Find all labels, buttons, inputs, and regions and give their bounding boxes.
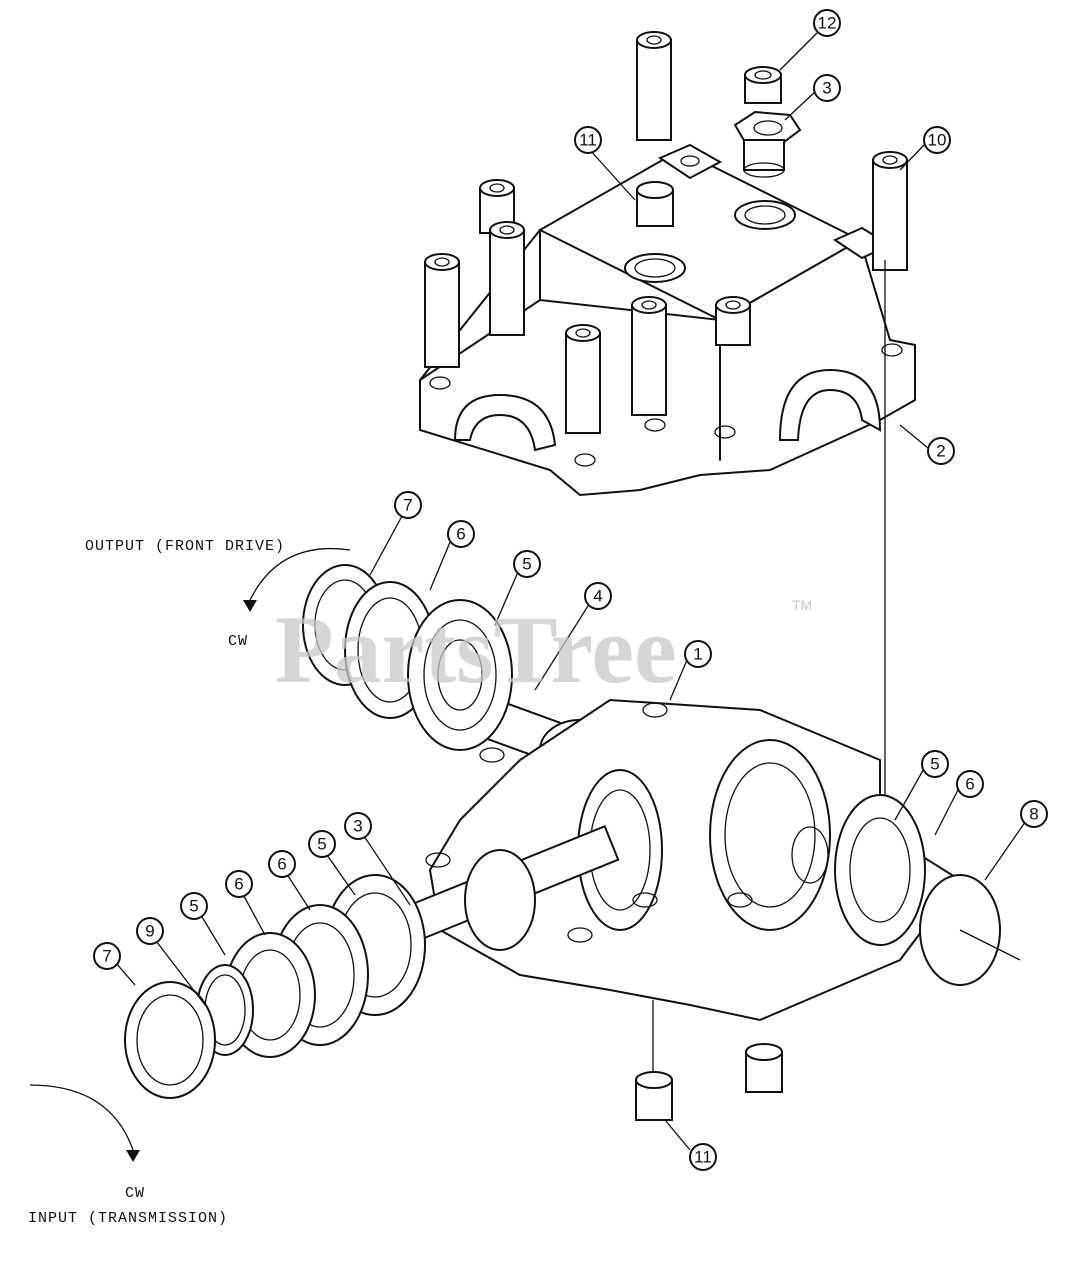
callout-5-mid: 5: [308, 830, 336, 858]
svg-text:7: 7: [102, 947, 111, 966]
svg-text:TM: TM: [792, 597, 812, 613]
callout-3-mid: 3: [344, 812, 372, 840]
svg-text:3: 3: [353, 817, 362, 836]
callout-8: 8: [1020, 800, 1048, 828]
output-rotation-label: CW: [228, 633, 248, 650]
svg-text:6: 6: [234, 875, 243, 894]
callout-11-top: 11: [574, 126, 602, 154]
callout-6-top: 6: [447, 520, 475, 548]
svg-text:6: 6: [456, 525, 465, 544]
callout-2: 2: [927, 437, 955, 465]
lower-housing: [425, 698, 962, 1022]
svg-text:9: 9: [145, 922, 154, 941]
callout-1: 1: [684, 640, 712, 668]
svg-text:5: 5: [189, 897, 198, 916]
callout-4: 4: [584, 582, 612, 610]
callout-5-top: 5: [513, 550, 541, 578]
callout-12: 12: [813, 9, 841, 37]
callout-3-top: 3: [813, 74, 841, 102]
callout-6-right: 6: [956, 770, 984, 798]
callout-6-mid: 6: [268, 850, 296, 878]
callout-7-top: 7: [394, 491, 422, 519]
callout-6-left: 6: [225, 870, 253, 898]
svg-text:6: 6: [965, 775, 974, 794]
svg-text:7: 7: [403, 496, 412, 515]
callouts: 12 3 11 10 2 7 6 5 4 1 5 6 8 3 5 6 6 5 9…: [93, 9, 1048, 1171]
callout-5-left: 5: [180, 892, 208, 920]
svg-text:4: 4: [593, 587, 602, 606]
bottom-dowels: [635, 1000, 783, 1121]
output-rotation-arrow: [243, 547, 351, 612]
svg-text:1: 1: [693, 645, 702, 664]
svg-text:2: 2: [936, 442, 945, 461]
input-rotation-label: CW: [125, 1185, 145, 1202]
callout-10: 10: [923, 126, 951, 154]
vent-fittings: [636, 66, 802, 227]
svg-text:6: 6: [277, 855, 286, 874]
svg-text:3: 3: [822, 79, 831, 98]
partstree-watermark: PartsTree TM: [275, 596, 812, 703]
input-label: INPUT (TRANSMISSION): [28, 1210, 228, 1227]
svg-text:5: 5: [317, 835, 326, 854]
callout-7-left: 7: [93, 942, 121, 970]
svg-text:8: 8: [1029, 805, 1038, 824]
callout-5-right: 5: [921, 750, 949, 778]
svg-text:11: 11: [579, 131, 597, 150]
svg-text:PartsTree: PartsTree: [275, 596, 677, 703]
callout-9: 9: [136, 917, 164, 945]
svg-text:5: 5: [930, 755, 939, 774]
right-bearing-cap: [834, 794, 1021, 986]
svg-text:10: 10: [928, 131, 947, 150]
input-rotation-arrow: [29, 1084, 140, 1162]
callout-11-bottom: 11: [689, 1143, 717, 1171]
output-label: OUTPUT (FRONT DRIVE): [85, 538, 285, 555]
svg-text:5: 5: [522, 555, 531, 574]
housing-bolts: [424, 31, 908, 434]
input-shaft-assembly: [124, 825, 620, 1099]
svg-text:11: 11: [694, 1148, 712, 1167]
svg-text:12: 12: [818, 14, 837, 33]
